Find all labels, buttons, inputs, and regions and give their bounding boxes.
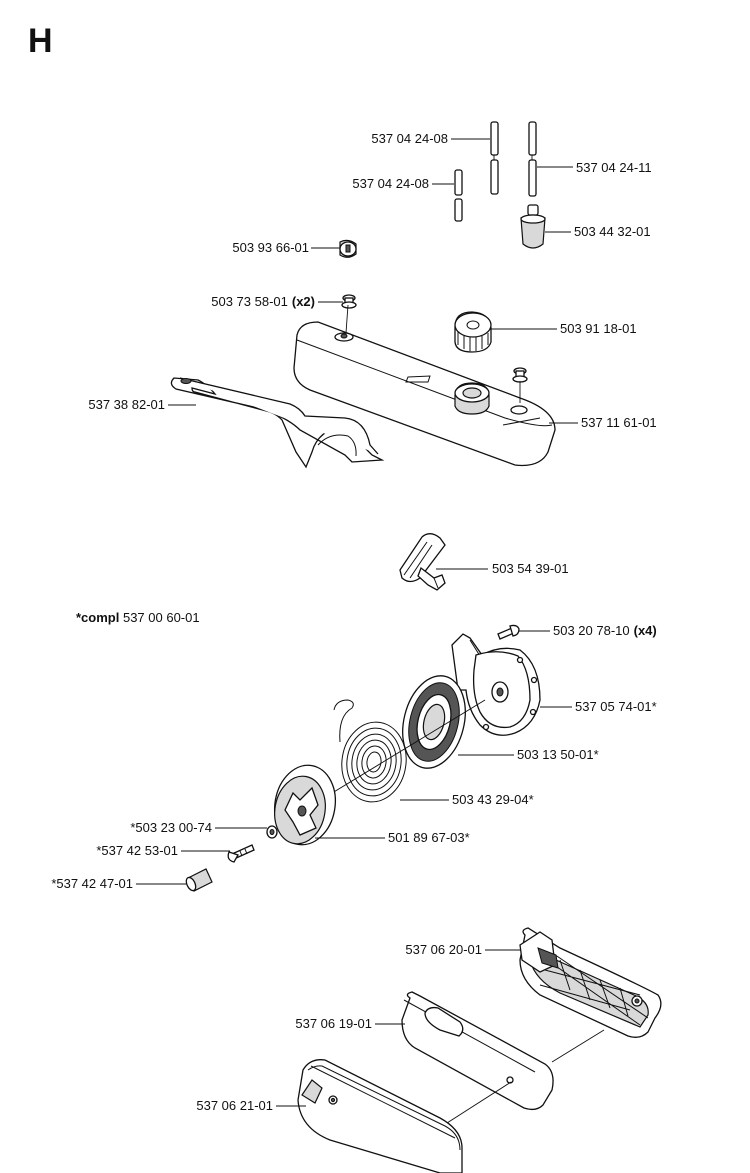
starter-screw: [497, 624, 520, 640]
label-pin-right: 537 04 24-11: [576, 160, 652, 175]
washer: [266, 825, 278, 839]
fuel-filter-small: [339, 239, 357, 258]
cover-grid: [519, 927, 662, 1038]
tank-bracket: [170, 377, 385, 469]
part-labels: 537 04 24-08 537 04 24-08 537 04 24-11 5…: [51, 131, 656, 1113]
leader-lines: [136, 138, 605, 1124]
compl-note: *compl 537 00 60-01: [76, 610, 200, 625]
return-spring: [333, 699, 407, 803]
starter-handle: [399, 533, 446, 591]
label-pin-mid: 537 04 24-08: [352, 176, 429, 191]
label-starter-housing: 537 05 74-01*: [575, 699, 657, 714]
pin-pair-left: [454, 169, 463, 222]
pin-pair-right: [528, 121, 537, 197]
label-bracket: 537 38 82-01: [88, 397, 165, 412]
label-screw: 503 20 78-10: [553, 623, 630, 638]
label-screw-qty: (x4): [634, 623, 657, 638]
label-pin-top: 537 04 24-08: [371, 131, 448, 146]
compl-prefix: *compl: [76, 610, 120, 625]
label-grommet-line: 503 73 58-01 (x2): [211, 294, 315, 309]
label-pulley: 501 89 67-03*: [388, 830, 470, 845]
label-spring: 503 43 29-04*: [452, 792, 534, 807]
label-cover-outer: 537 06 21-01: [196, 1098, 273, 1113]
compl-number: 537 00 60-01: [122, 610, 200, 625]
label-cover-grid: 537 06 20-01: [405, 942, 482, 957]
label-screw-line: 503 20 78-10 (x4): [553, 623, 657, 638]
label-filter-right: 503 44 32-01: [574, 224, 651, 239]
grommet-left: [341, 294, 357, 309]
label-grommet-qty: (x2): [292, 294, 315, 309]
starter-housing: [451, 633, 541, 736]
cover-gasket: [401, 991, 554, 1111]
fuel-cap: [454, 311, 492, 353]
fuel-tank: [293, 321, 556, 467]
fuel-filter-large: [520, 204, 546, 249]
label-filter-small: 503 93 66-01: [232, 240, 309, 255]
label-spring-cassette: 503 13 50-01*: [517, 747, 599, 762]
label-fuel-tank: 537 11 61-01: [581, 415, 657, 430]
grommet-right: [512, 367, 528, 383]
label-sleeve: *537 42 47-01: [51, 876, 133, 891]
bolt: [227, 844, 255, 863]
label-fuel-cap: 503 91 18-01: [560, 321, 637, 336]
label-grommet: 503 73 58-01: [211, 294, 288, 309]
label-handle: 503 54 39-01: [492, 561, 569, 576]
pin-pair-center: [490, 121, 499, 195]
label-cover-gasket: 537 06 19-01: [295, 1016, 372, 1031]
label-bolt: *537 42 53-01: [96, 843, 178, 858]
starter-pulley: [274, 764, 336, 846]
sleeve: [185, 868, 213, 892]
label-washer: *503 23 00-74: [130, 820, 212, 835]
cover-outer: [297, 1059, 463, 1173]
section-letter: H: [28, 22, 53, 60]
